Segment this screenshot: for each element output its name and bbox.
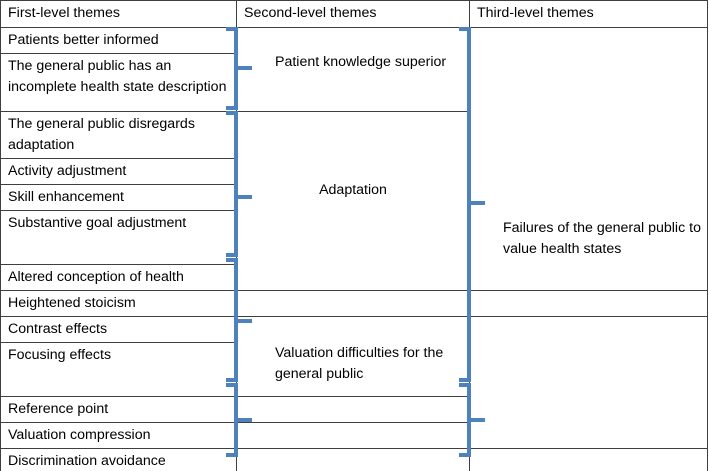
third-level-cell-filler-2 [469, 316, 708, 449]
table-row: Heightened stoicism [0, 290, 708, 317]
first-level-label-4: Skill enhancement [8, 189, 124, 205]
table-row: Discrimination avoidance Patient interes… [0, 448, 708, 471]
third-level-label-0: Failures of the general public to value … [503, 220, 701, 257]
second-level-label-0: Patient knowledge superior [275, 54, 447, 70]
table-row: Reference point [0, 396, 708, 423]
first-level-label-11: Valuation compression [8, 427, 151, 443]
first-level-label-10: Reference point [8, 401, 109, 417]
third-level-cell-0: Failures of the general public to value … [469, 27, 708, 291]
header-cell-first-level: First-level themes [0, 0, 237, 28]
first-level-cell-0: Patients better informed [0, 27, 237, 54]
table-row: Substantive goal adjustment [0, 210, 708, 265]
first-level-label-5: Substantive goal adjustment [8, 215, 187, 231]
second-level-label-2: Valuation difficulties for the general p… [275, 345, 444, 382]
header-cell-third-level: Third-level themes [469, 0, 708, 28]
table-row: The general public has an incomplete hea… [0, 53, 708, 112]
table-row: Focusing effects [0, 342, 708, 397]
table-row: Altered conception of health [0, 264, 708, 291]
first-level-label-0: Patients better informed [8, 32, 159, 48]
first-level-cell-3: Activity adjustment [0, 158, 237, 185]
first-level-label-8: Contrast effects [8, 321, 108, 337]
first-level-label-1: The general public has an incomplete hea… [8, 58, 227, 95]
first-level-cell-4: Skill enhancement [0, 184, 237, 211]
second-level-cell-filler-1 [236, 290, 470, 317]
second-level-cell-0: Patient knowledge superior [236, 27, 470, 112]
table-row: Activity adjustment [0, 158, 708, 185]
header-cell-second-level: Second-level themes [236, 0, 470, 28]
second-level-cell-filler-3 [236, 422, 470, 449]
first-level-cell-7: Heightened stoicism [0, 290, 237, 317]
table-row: Patients better informed Patient knowled… [0, 27, 708, 291]
second-level-cell-2: Valuation difficulties for the general p… [236, 316, 470, 397]
second-level-label-3: Patient interest reasons [237, 449, 469, 471]
second-level-cell-3: Patient interest reasons [236, 448, 470, 471]
table-row: Skill enhancement [0, 184, 708, 211]
third-level-cell-filler-1 [469, 290, 708, 317]
first-level-cell-5: Substantive goal adjustment [0, 210, 237, 265]
header-label-third-level: Third-level themes [477, 5, 594, 21]
first-level-cell-6: Altered conception of health [0, 264, 237, 291]
first-level-cell-11: Valuation compression [0, 422, 237, 449]
second-level-cell-1: Adaptation [236, 111, 470, 291]
first-level-cell-2: The general public disregards adaptation [0, 111, 237, 159]
header-label-first-level: First-level themes [8, 5, 120, 21]
first-level-label-3: Activity adjustment [8, 163, 127, 179]
first-level-label-12: Discrimination avoidance [8, 453, 166, 469]
table-row: Contrast effects Valuation difficulties … [0, 316, 708, 449]
table-row: Valuation compression [0, 422, 708, 449]
third-level-label-1: Effects of valuing [470, 449, 707, 471]
first-level-cell-10: Reference point [0, 396, 237, 423]
first-level-label-2: The general public disregards adaptation [8, 116, 195, 153]
second-level-label-1: Adaptation [319, 182, 387, 198]
first-level-label-6: Altered conception of health [8, 269, 184, 285]
second-level-cell-filler-2 [236, 396, 470, 423]
table-row: The general public disregards adaptation… [0, 111, 708, 291]
first-level-cell-1: The general public has an incomplete hea… [0, 53, 237, 112]
third-level-cell-1: Effects of valuing [469, 448, 708, 471]
first-level-cell-12: Discrimination avoidance [0, 448, 237, 471]
first-level-label-7: Heightened stoicism [8, 295, 136, 311]
first-level-cell-8: Contrast effects [0, 316, 237, 343]
first-level-cell-9: Focusing effects [0, 342, 237, 397]
header-label-second-level: Second-level themes [244, 5, 377, 21]
table-header-row: First-level themes Second-level themes T… [0, 0, 708, 28]
first-level-label-9: Focusing effects [8, 347, 112, 363]
